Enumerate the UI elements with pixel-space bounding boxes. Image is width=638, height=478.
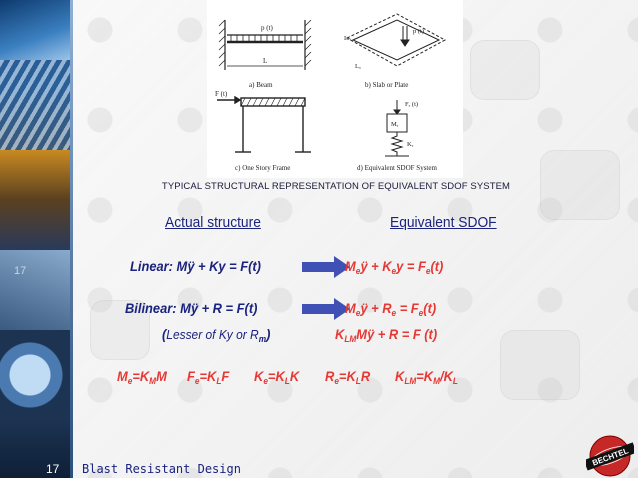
- sdof-stiffness-label: Kₑ: [407, 141, 414, 148]
- background-tile: [540, 150, 620, 220]
- arrow-right-icon: [302, 298, 350, 320]
- equivalent-sdof-header: Equivalent SDOF: [390, 214, 497, 231]
- background-tile: [500, 330, 580, 400]
- relation-mass: Me=KMM: [117, 368, 167, 386]
- frame-diagram: [217, 95, 311, 153]
- beam-length-label: L: [263, 57, 267, 65]
- relation-force: Fe=KLF: [187, 368, 230, 386]
- slab-diagram: [345, 13, 447, 67]
- background-tile: [470, 40, 540, 100]
- bilinear-sdof-equation: Meÿ + Re = Fe(t): [345, 300, 437, 318]
- linear-sdof-equation: Meÿ + Key = Fe(t): [345, 258, 444, 276]
- relation-stiffness: Ke=KLK: [254, 368, 300, 386]
- actual-structure-header: Actual structure: [165, 214, 261, 231]
- beam-caption: a) Beam: [249, 81, 273, 89]
- beam-load-label: p (t): [261, 24, 274, 32]
- structural-figure: p (t) L a) Beam Lₕ p (t) Lₐ b) Slab or P…: [207, 0, 463, 178]
- figure-caption: TYPICAL STRUCTURAL REPRESENTATION OF EQU…: [161, 181, 511, 192]
- frame-force-label: F (t): [215, 90, 228, 98]
- slide-number: 17: [46, 462, 60, 476]
- sdof-mass-label: Mₑ: [391, 121, 399, 128]
- klm-equation: KLMMÿ + R = F (t): [335, 326, 438, 344]
- sdof-diagram: [385, 100, 409, 157]
- slab-load-label: p (t): [413, 28, 424, 35]
- arrow-right-icon: [302, 256, 350, 278]
- sdof-force-label: Fₑ (t): [405, 101, 418, 108]
- bilinear-equation: Bilinear: Mÿ + R = F(t): [125, 300, 258, 316]
- slab-caption: b) Slab or Plate: [365, 81, 408, 89]
- relation-resistance: Re=KLR: [325, 368, 371, 386]
- structural-diagrams: p (t) L a) Beam Lₕ p (t) Lₐ b) Slab or P…: [215, 13, 447, 172]
- lesser-note: (Lesser of Ky or Rm): [162, 326, 271, 344]
- relation-klm: KLM=KM/KL: [395, 368, 458, 386]
- left-photo-strip: 17 17: [0, 0, 70, 478]
- slab-la-label: Lₐ: [355, 63, 361, 70]
- frame-caption: c) One Story Frame: [235, 164, 290, 172]
- sdof-caption: d) Equivalent SDOF System: [357, 164, 437, 172]
- background-tile: [90, 300, 150, 360]
- footer-title: Blast Resistant Design: [82, 462, 241, 476]
- left-strip-edge: [70, 0, 73, 478]
- linear-equation: Linear: Mÿ + Ky = F(t): [130, 258, 261, 274]
- beam-diagram: [218, 19, 312, 70]
- bechtel-logo: BECHTEL: [586, 435, 634, 477]
- strip-number: 17: [14, 265, 27, 277]
- slab-lb-label: Lₕ: [344, 35, 351, 42]
